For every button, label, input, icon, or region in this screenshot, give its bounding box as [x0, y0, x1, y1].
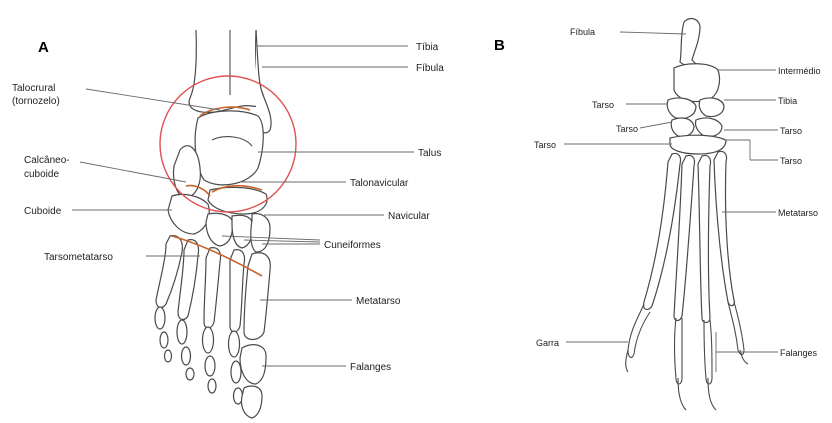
digit-3: [704, 320, 712, 384]
label-tarso-5: Tarso: [780, 156, 802, 166]
label-tarsometatarso: Tarsometatarso: [44, 252, 113, 263]
tarsal-upper-left: [667, 98, 696, 119]
label-calcaneo-1: Calcâneo-: [24, 155, 70, 166]
tarsal-upper-right: [699, 98, 724, 117]
panel-a-letter: A: [38, 39, 49, 56]
label-cuboide: Cuboide: [24, 206, 62, 217]
tarsal-mid-right: [695, 118, 722, 137]
claw-3: [708, 378, 716, 410]
panel-b-animal-foot: B Fíbula Intermédio Tarso Tibia Tarso Ta…: [460, 0, 832, 423]
cuboid-bone: [168, 194, 209, 234]
metatarsal-iv: [714, 151, 734, 305]
cuneiform-medial: [251, 214, 270, 252]
talus-bone: [195, 111, 263, 185]
label-tarso-2: Tarso: [616, 124, 638, 134]
label-fibula-b: Fíbula: [570, 27, 595, 37]
label-tarso-3: Tarso: [780, 126, 802, 136]
label-navicular: Navicular: [388, 211, 430, 222]
label-intermedio: Intermédio: [778, 66, 821, 76]
navicular-bone: [208, 187, 267, 214]
animal-foot-diagram: B Fíbula Intermédio Tarso Tibia Tarso Ta…: [460, 0, 832, 423]
digit-2: [675, 318, 683, 384]
leader-tarso-2: [640, 122, 672, 128]
label-cuneiformes: Cuneiformes: [324, 240, 381, 251]
metatarsal-3: [204, 248, 221, 328]
label-talocrural-1: Talocrural: [12, 83, 55, 94]
claw-2: [678, 378, 686, 410]
label-tibia-b: Tibia: [778, 96, 797, 106]
digit-4: [728, 302, 744, 355]
panel-b-letter: B: [494, 37, 505, 54]
metatarsal-5: [156, 236, 182, 308]
panel-a-human-foot: A: [0, 0, 460, 423]
tibia-bone: [189, 30, 263, 112]
label-metatarso-b: Metatarso: [778, 208, 818, 218]
digit-1: [628, 304, 650, 357]
tarsal-mid-left: [671, 118, 694, 137]
label-metatarso: Metatarso: [356, 296, 401, 307]
label-talocrural-2: (tornozelo): [12, 96, 60, 107]
metatarsal-1: [244, 253, 270, 340]
label-talonavicular: Talonavicular: [350, 178, 409, 189]
label-falanges: Falanges: [350, 362, 391, 373]
fibula-tibia-bone: [680, 19, 700, 66]
label-talus: Talus: [418, 148, 441, 159]
label-tarso-1: Tarso: [592, 100, 614, 110]
metatarsal-iii: [698, 155, 711, 322]
label-falanges-b: Falanges: [780, 348, 818, 358]
cuneiform-lateral: [206, 213, 233, 246]
leader-calcaneo: [80, 162, 186, 182]
metatarsal-i: [644, 153, 681, 309]
label-tibia: Tíbia: [416, 42, 439, 53]
tarsal-lower-row: [670, 135, 726, 154]
human-foot-diagram: A: [0, 0, 460, 423]
label-fibula: Fíbula: [416, 63, 444, 74]
label-garra: Garra: [536, 338, 559, 348]
claw-1: [626, 350, 628, 372]
label-tarso-4: Tarso: [534, 140, 556, 150]
leader-fibula-b: [620, 32, 686, 34]
cuneiform-intermediate: [232, 215, 253, 248]
label-calcaneo-2: cuboide: [24, 169, 59, 180]
intermedio-bone: [674, 64, 720, 102]
